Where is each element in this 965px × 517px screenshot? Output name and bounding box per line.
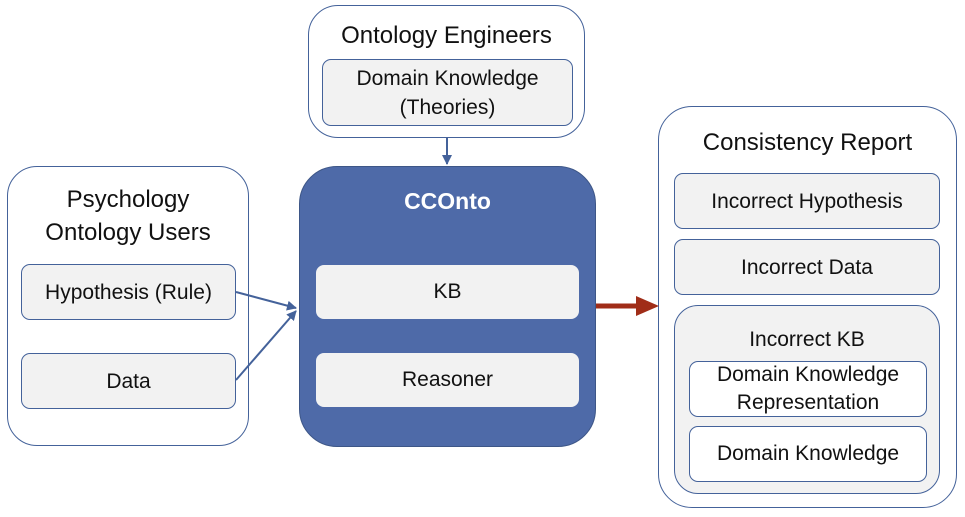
psychology-users-title: Psychology Ontology Users (8, 183, 248, 249)
domain-knowledge-representation-box: Domain Knowledge Representation (689, 361, 927, 417)
reasoner-box: Reasoner (316, 353, 579, 407)
domain-knowledge-theories-box: Domain Knowledge (Theories) (322, 59, 573, 126)
ontology-engineers-title: Ontology Engineers (341, 22, 552, 49)
incorrect-hypothesis-box: Incorrect Hypothesis (674, 173, 940, 229)
cconto-title: CCOnto (404, 188, 491, 214)
incorrect-data-box: Incorrect Data (674, 239, 940, 295)
dk-representation-line1: Domain Knowledge (716, 363, 900, 386)
hypothesis-to-cconto-arrow (235, 291, 297, 311)
users-title-line1: Psychology (66, 186, 190, 213)
psychology-users-panel: Psychology Ontology Users Hypothesis (Ru… (7, 166, 249, 446)
kb-box: KB (316, 265, 579, 319)
dk-representation-line2: Representation (736, 391, 880, 414)
hypothesis-rule-box: Hypothesis (Rule) (21, 264, 236, 320)
cconto-to-report-arrow (596, 296, 659, 316)
users-title-line2: Ontology Users (45, 219, 211, 246)
incorrect-kb-box: Incorrect KB Domain Knowledge Representa… (674, 305, 940, 494)
domain-knowledge-box: Domain Knowledge (689, 426, 927, 482)
ontology-engineers-panel: Ontology Engineers Domain Knowledge (The… (308, 5, 585, 138)
incorrect-kb-title: Incorrect KB (749, 328, 865, 351)
consistency-report-title: Consistency Report (702, 129, 913, 156)
cconto-panel: CCOnto KB Reasoner (299, 166, 596, 447)
theories-label: (Theories) (399, 95, 496, 119)
data-to-cconto-arrow (235, 310, 297, 381)
domain-knowledge-label: Domain Knowledge (356, 66, 539, 90)
consistency-report-panel: Consistency Report Incorrect Hypothesis … (658, 106, 957, 508)
data-box: Data (21, 353, 236, 409)
